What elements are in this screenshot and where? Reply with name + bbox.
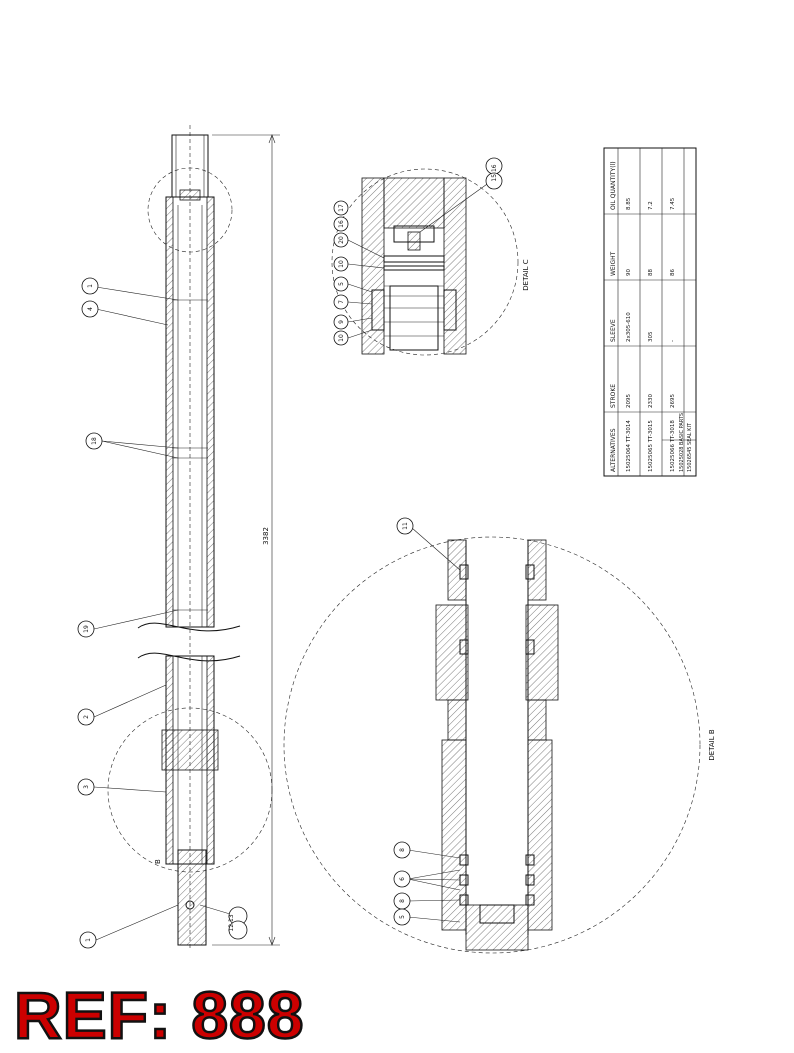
callout-c-7: 7 <box>333 294 349 310</box>
detail-c-circle-main <box>147 167 233 253</box>
row-basic-parts: 15025028 BASIC PARTS <box>679 413 685 472</box>
callout-1-top: 1 <box>81 277 99 295</box>
th-sleeve: SLEEVE <box>610 319 617 342</box>
detail-b: DETAIL B 11 8 6 8 5 <box>283 517 716 954</box>
callout-12-13: 12 13 <box>228 906 248 940</box>
svg-text:6: 6 <box>399 877 406 881</box>
callout-c-20: 20 <box>333 232 349 248</box>
callout-b-5: 5 <box>393 908 411 926</box>
row3-sleeve: - <box>670 340 676 342</box>
svg-text:12 13: 12 13 <box>228 914 235 931</box>
th-oil-quantity: OIL QUANTITY(l) <box>610 161 617 210</box>
cylinder-assembly <box>137 125 241 950</box>
svg-text:20: 20 <box>338 236 345 244</box>
svg-text:5: 5 <box>399 915 406 919</box>
callout-c-10a: 10 <box>333 330 349 346</box>
callout-c-9: 9 <box>333 314 349 330</box>
alternatives-table: ALTERNATIVES STROKE SLEEVE WEIGHT OIL QU… <box>603 147 697 477</box>
svg-text:7: 7 <box>338 300 345 304</box>
callout-c-10b: 10 <box>333 256 349 272</box>
row1-oil: 8.85 <box>626 197 632 210</box>
callout-15-16: 15 16 <box>485 157 503 190</box>
dimension-value: 3382 <box>262 527 270 545</box>
callout-1-bottom: 1 <box>79 931 97 949</box>
svg-text:18: 18 <box>91 437 98 445</box>
row1-weight: 90 <box>626 269 632 276</box>
main-callouts: 1 4 18 19 2 3 1 12 13 <box>77 277 248 949</box>
row2-sleeve: 305 <box>648 331 654 342</box>
row3-stroke: 2695 <box>670 394 676 408</box>
detail-c: DETAIL C 15 16 10 9 7 5 10 20 16 17 <box>331 157 530 356</box>
callout-b-8a: 8 <box>393 841 411 859</box>
row3-alternative: 15025066 TT-3018 <box>670 420 676 472</box>
svg-text:11: 11 <box>402 522 409 530</box>
svg-text:1: 1 <box>85 938 92 942</box>
svg-text:16: 16 <box>338 220 345 228</box>
callout-b-6: 6 <box>393 870 411 888</box>
svg-text:4: 4 <box>87 307 94 311</box>
callout-b-11: 11 <box>396 517 414 535</box>
th-stroke: STROKE <box>610 384 617 408</box>
callout-c-17: 17 <box>333 200 349 216</box>
row2-oil: 7.2 <box>648 201 654 210</box>
svg-text:5: 5 <box>338 282 345 286</box>
callout-18: 18 <box>85 432 103 450</box>
callout-19: 19 <box>77 620 95 638</box>
row1-alternative: 15025064 TT-3014 <box>626 420 632 472</box>
row-seal-kit: 15026545 SEAL KIT <box>687 422 693 472</box>
svg-text:8: 8 <box>399 848 406 852</box>
th-weight: WEIGHT <box>610 251 617 276</box>
row2-weight: 88 <box>648 269 654 276</box>
svg-text:10: 10 <box>338 334 345 342</box>
callout-3: 3 <box>77 778 95 796</box>
row1-sleeve: 2x305-610 <box>626 312 632 342</box>
callout-c-16: 16 <box>333 216 349 232</box>
svg-text:2: 2 <box>83 715 90 719</box>
callout-2: 2 <box>77 708 95 726</box>
row2-alternative: 15025065 TT-3015 <box>648 420 654 472</box>
svg-text:10: 10 <box>338 260 345 268</box>
row1-stroke: 2095 <box>626 394 632 408</box>
row3-oil: 7.45 <box>670 197 676 210</box>
detail-b-label: DETAIL B <box>708 729 716 761</box>
reference-stamp: REF: 888 <box>13 978 305 1052</box>
svg-text:8: 8 <box>399 899 406 903</box>
svg-text:17: 17 <box>338 204 345 212</box>
svg-text:9: 9 <box>338 320 345 324</box>
callout-c-5: 5 <box>333 276 349 292</box>
overall-dimension: 3382 <box>212 134 280 946</box>
th-alternatives: ALTERNATIVES <box>610 428 617 472</box>
row3-weight: 86 <box>670 269 676 276</box>
svg-text:1: 1 <box>87 284 94 288</box>
row2-stroke: 2330 <box>648 394 654 408</box>
svg-text:15 16: 15 16 <box>491 164 498 181</box>
callout-b-8b: 8 <box>393 892 411 910</box>
svg-text:3: 3 <box>83 785 90 789</box>
svg-text:19: 19 <box>83 625 90 633</box>
callout-4: 4 <box>81 300 99 318</box>
detail-c-label: DETAIL C <box>522 259 530 291</box>
marker-b: B <box>154 859 162 864</box>
